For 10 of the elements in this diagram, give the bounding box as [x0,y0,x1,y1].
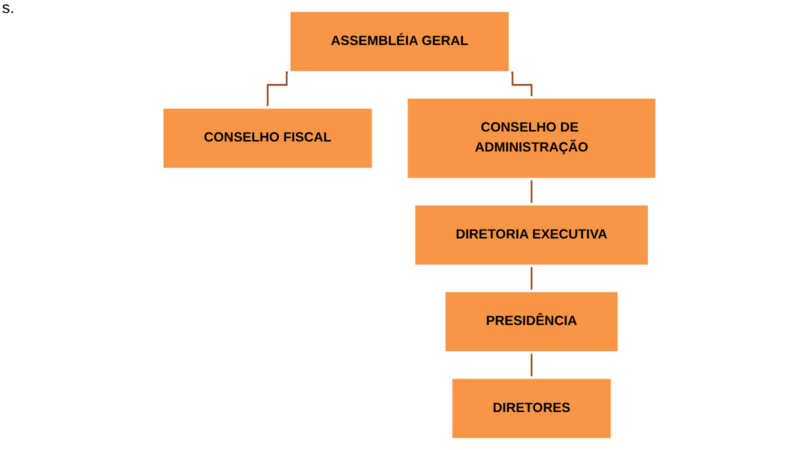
node-box: PRESIDÊNCIA [443,290,620,354]
node-box: DIRETORIA EXECUTIVA [412,202,650,268]
connector [530,178,532,205]
note-text: s. [2,0,14,18]
node-box: CONSELHO DE ADMINISTRAÇÃO [405,96,658,180]
node-box: ASSEMBLÉIA GERAL [288,9,512,74]
connector [530,265,532,292]
node-box: CONSELHO FISCAL [161,106,374,170]
node-box: DIRETORES [450,376,614,441]
connector [530,352,532,378]
